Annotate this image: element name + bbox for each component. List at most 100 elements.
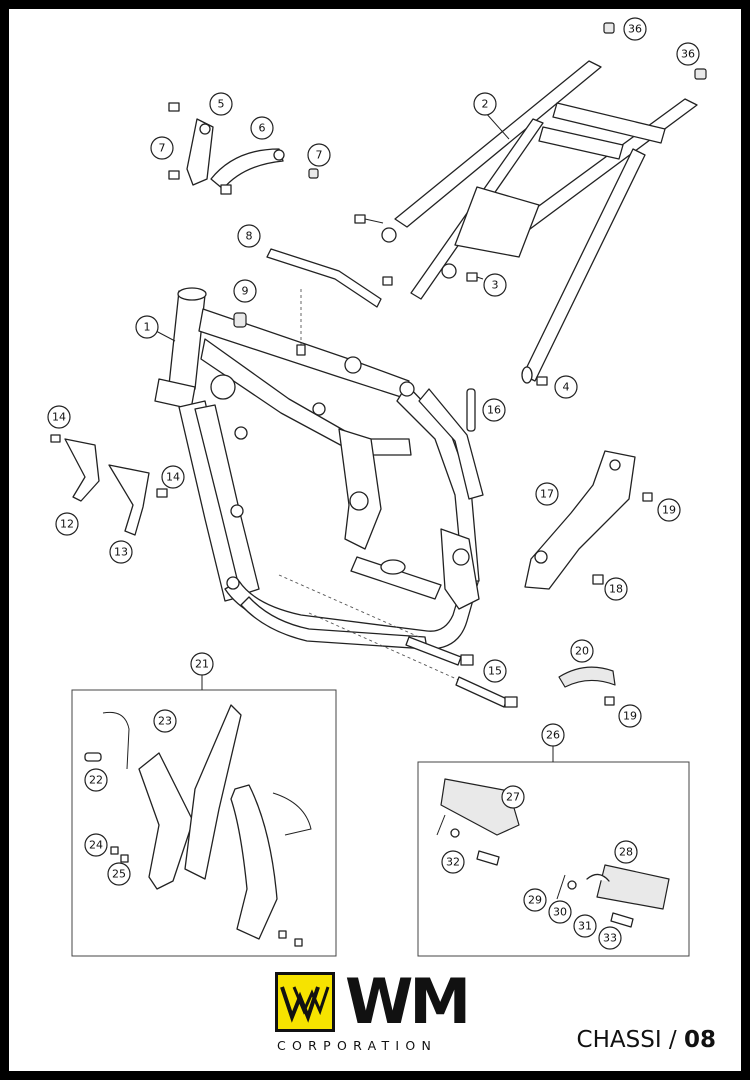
callout-14b: 14 [161, 465, 185, 489]
svg-text:12: 12 [60, 518, 74, 531]
svg-text:26: 26 [546, 729, 560, 742]
callout-21: 21 [190, 652, 214, 676]
callout-6: 6 [250, 116, 274, 140]
callout-33: 33 [598, 926, 622, 950]
callout-29: 29 [523, 888, 547, 912]
svg-text:25: 25 [112, 868, 126, 881]
callout-8: 8 [237, 224, 261, 248]
bracket-13 [108, 464, 168, 536]
bumper-36b [694, 68, 707, 80]
engine-stay-8 [266, 248, 382, 356]
exploded-parts-diagram: 1 2 3 4 5 6 7 7 8 9 12 13 14 14 15 16 17… [47, 17, 707, 957]
svg-text:5: 5 [218, 98, 225, 111]
svg-text:7: 7 [316, 149, 323, 162]
svg-text:1: 1 [144, 321, 151, 334]
callout-26: 26 [541, 723, 565, 747]
bracket-12 [50, 434, 100, 502]
detail-box-26 [417, 745, 690, 957]
bolt-upper-subframe [354, 214, 384, 224]
logo-wordmark: WM [345, 965, 471, 1038]
callout-36a: 36 [623, 17, 647, 41]
callout-32: 32 [441, 850, 465, 874]
svg-text:3: 3 [492, 279, 499, 292]
callout-3: 3 [483, 273, 507, 297]
subframe [381, 60, 698, 384]
wm-corporation-logo: WM CORPORATION [275, 966, 485, 1061]
callout-28: 28 [614, 840, 638, 864]
svg-text:33: 33 [603, 932, 617, 945]
callout-20: 20 [570, 639, 594, 663]
main-frame [154, 287, 484, 650]
section-label: CHASSI / 08 [577, 1027, 716, 1053]
svg-text:31: 31 [578, 920, 592, 933]
callout-23: 23 [153, 709, 177, 733]
svg-text:24: 24 [89, 839, 103, 852]
svg-text:22: 22 [89, 774, 103, 787]
callout-22: 22 [84, 768, 108, 792]
section-number: 08 [683, 1027, 716, 1053]
plug-9 [233, 312, 247, 328]
engine-mount-5 [168, 102, 214, 186]
axle-bolt-15 [278, 574, 518, 708]
logo-subtitle: CORPORATION [277, 1038, 438, 1053]
callout-19b: 19 [618, 704, 642, 728]
svg-text:17: 17 [540, 488, 554, 501]
svg-text:8: 8 [246, 230, 253, 243]
callout-19a: 19 [657, 498, 681, 522]
bolt-subframe-lower [382, 276, 393, 286]
callout-31: 31 [573, 914, 597, 938]
svg-text:32: 32 [446, 856, 460, 869]
svg-text:2: 2 [482, 98, 489, 111]
svg-text:14: 14 [52, 411, 66, 424]
svg-text:4: 4 [563, 381, 570, 394]
callout-4: 4 [554, 375, 578, 399]
callout-24: 24 [84, 833, 108, 857]
callout-5: 5 [209, 92, 233, 116]
callout-12: 12 [55, 512, 79, 536]
svg-text:21: 21 [195, 658, 209, 671]
callout-17: 17 [535, 482, 559, 506]
callout-13: 13 [109, 540, 133, 564]
callout-18: 18 [604, 577, 628, 601]
callout-1: 1 [135, 315, 176, 342]
bolt-3 [466, 272, 484, 282]
svg-text:28: 28 [619, 846, 633, 859]
callout-14a: 14 [47, 405, 71, 429]
svg-text:23: 23 [158, 715, 172, 728]
svg-text:13: 13 [114, 546, 128, 559]
bolt-4 [536, 376, 548, 386]
callout-27: 27 [501, 785, 525, 809]
svg-text:30: 30 [553, 906, 567, 919]
svg-text:18: 18 [609, 583, 623, 596]
clip-16 [466, 388, 476, 432]
wm-emblem-icon [275, 972, 335, 1032]
detail-box-21 [71, 674, 337, 957]
callout-16: 16 [482, 398, 506, 422]
engine-mount-6 [210, 148, 319, 195]
callout-15: 15 [483, 659, 507, 683]
svg-text:15: 15 [488, 665, 502, 678]
svg-text:6: 6 [259, 122, 266, 135]
bracket-17 [524, 450, 653, 590]
svg-text:36: 36 [681, 48, 695, 61]
svg-text:27: 27 [506, 791, 520, 804]
svg-text:9: 9 [242, 285, 249, 298]
svg-text:19: 19 [662, 504, 676, 517]
bumper-36a [603, 22, 615, 34]
svg-text:19: 19 [623, 710, 637, 723]
callout-9: 9 [233, 279, 257, 303]
callout-36b: 36 [676, 42, 700, 66]
section-name: CHASSI / [576, 1027, 677, 1053]
callout-30: 30 [548, 900, 572, 924]
callout-7b: 7 [307, 143, 331, 167]
svg-text:14: 14 [166, 471, 180, 484]
svg-text:7: 7 [159, 142, 166, 155]
callout-2: 2 [473, 92, 510, 140]
diagram-sheet: 1 2 3 4 5 6 7 7 8 9 12 13 14 14 15 16 17… [9, 9, 741, 1071]
svg-text:29: 29 [528, 894, 542, 907]
svg-text:16: 16 [487, 404, 501, 417]
callout-7a: 7 [150, 136, 174, 160]
svg-text:36: 36 [628, 23, 642, 36]
cover-20 [558, 666, 616, 706]
svg-text:20: 20 [575, 645, 589, 658]
